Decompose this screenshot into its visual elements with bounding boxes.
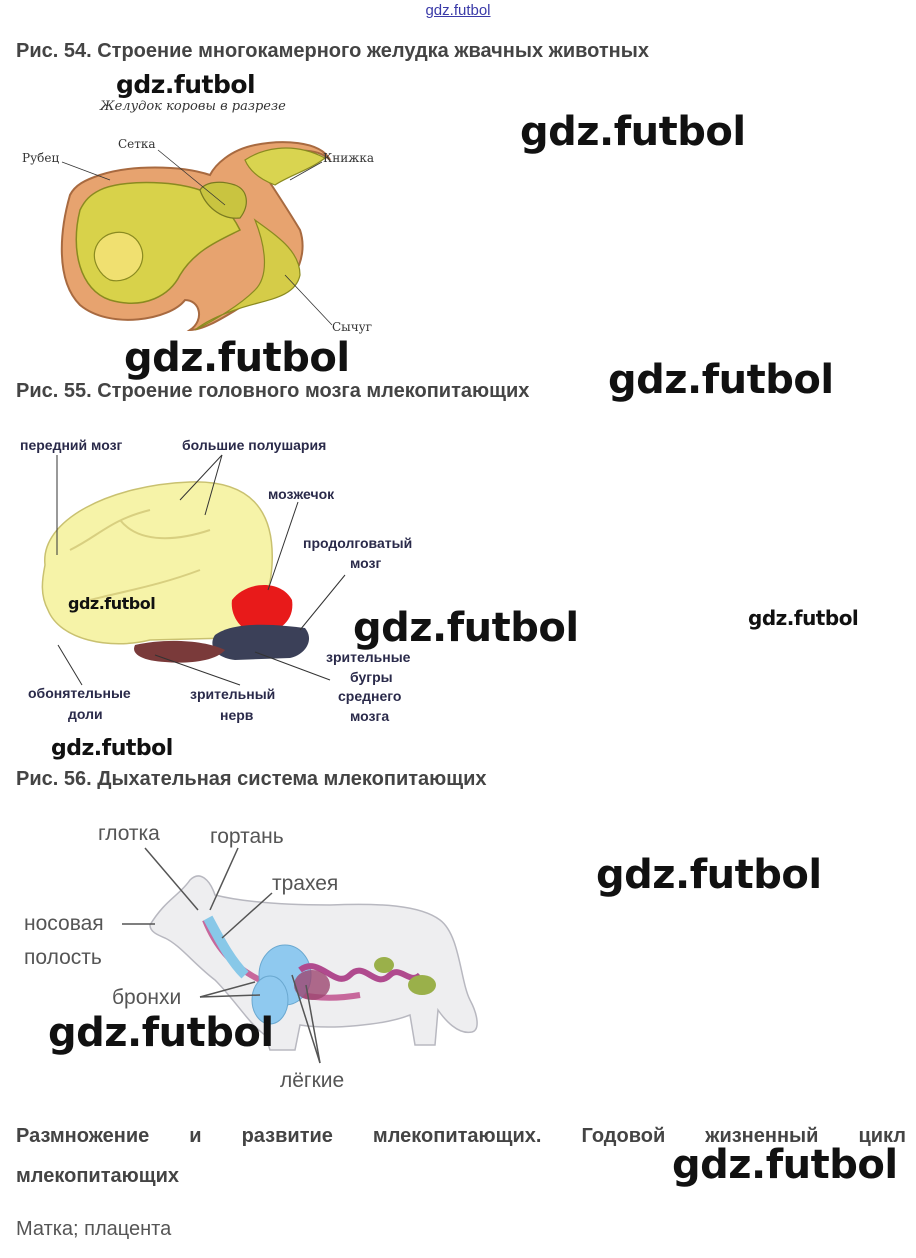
label-rumen: Рубец	[22, 151, 59, 165]
label-bronchi: бронхи	[112, 986, 181, 1009]
label-trachea: трахея	[272, 872, 338, 895]
section-title-line2: млекопитающих	[16, 1165, 179, 1187]
fig54-subtitle: Желудок коровы в разрезе	[99, 99, 286, 114]
watermark-text: gdz.futbol	[48, 1010, 274, 1056]
label-abomasum: Сычуг	[332, 320, 372, 334]
label-midbrain-line1: зрительные	[326, 649, 411, 665]
watermark-text: gdz.futbol	[124, 335, 350, 381]
label-olfactory-line1: обонятельные	[28, 685, 131, 701]
label-forebrain: передний мозг	[20, 437, 123, 453]
watermark-text: gdz.futbol	[672, 1142, 898, 1188]
label-optic-nerve-line2: нерв	[220, 707, 254, 723]
label-medulla-line1: продолговатый	[303, 535, 412, 551]
watermark-text: gdz.futbol	[353, 605, 579, 651]
label-hemispheres: большие полушария	[182, 437, 326, 453]
fig56-heading: Рис. 56. Дыхательная система млекопитающ…	[16, 768, 487, 790]
answer-text: Матка; плацента	[16, 1218, 172, 1240]
watermark-text: gdz.futbol	[596, 852, 822, 898]
watermark-text: gdz.futbol	[68, 594, 156, 613]
label-optic-nerve-line1: зрительный	[190, 686, 275, 702]
label-omasum: Книжка	[323, 151, 374, 165]
label-olfactory-line2: доли	[68, 706, 103, 722]
watermark-text: gdz.futbol	[608, 357, 834, 403]
site-link[interactable]: gdz.futbol	[425, 2, 491, 19]
label-medulla-line2: мозг	[350, 555, 381, 571]
label-pharynx: глотка	[98, 822, 160, 845]
watermark-text: gdz.futbol	[51, 736, 173, 761]
stomach-label-leaders	[61, 149, 333, 326]
label-midbrain-line3: среднего	[338, 688, 401, 704]
fig55-heading: Рис. 55. Строение головного мозга млекоп…	[16, 380, 530, 402]
label-larynx: гортань	[210, 825, 284, 848]
label-midbrain-line2: бугры	[350, 669, 393, 685]
stomach-drawing	[60, 141, 331, 332]
label-reticulum: Сетка	[118, 137, 156, 151]
label-lungs: лёгкие	[280, 1069, 344, 1092]
label-midbrain-line4: мозга	[350, 708, 389, 724]
label-nasal-line1: носовая	[24, 912, 104, 935]
label-cerebellum: мозжечок	[268, 486, 335, 502]
section-title-line1: Размножение и развитие млекопитающих. Го…	[16, 1125, 906, 1147]
label-nasal-line2: полость	[24, 946, 102, 969]
brain-label-leaders	[56, 454, 346, 686]
watermark-text: gdz.futbol	[116, 70, 256, 99]
brain-drawing	[41, 481, 310, 663]
fig54-heading: Рис. 54. Строение многокамерного желудка…	[16, 40, 649, 62]
watermark-text: gdz.futbol	[520, 109, 746, 155]
watermark-text: gdz.futbol	[748, 606, 859, 630]
